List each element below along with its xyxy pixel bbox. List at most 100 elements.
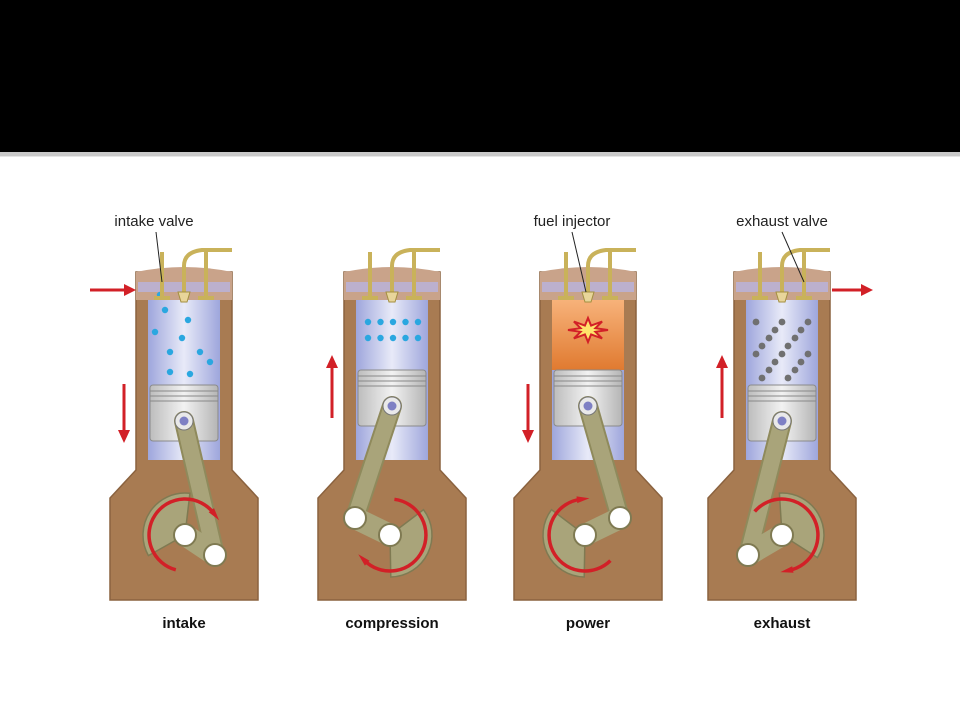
crankshaft — [378, 523, 402, 547]
stage-power: fuel injector power — [513, 213, 663, 632]
fuel-injector-nozzle — [177, 291, 191, 303]
exhaust-particle — [752, 350, 760, 358]
wrist-pin-core — [387, 401, 397, 411]
exhaust-particle — [804, 318, 812, 326]
air-particle — [389, 334, 397, 342]
fuel-injector-nozzle — [581, 291, 595, 303]
exhaust-particle — [797, 326, 805, 334]
crank-pin — [203, 543, 227, 567]
air-particle — [377, 318, 384, 326]
air-particle — [186, 370, 194, 378]
rotation-arrow — [547, 497, 612, 573]
exhaust-particle — [804, 350, 812, 358]
wrist-pin-core — [179, 416, 189, 426]
fuel-injector-line — [182, 248, 232, 300]
exhaust-particle — [784, 342, 792, 350]
title-divider — [0, 152, 960, 157]
exhaust-valve-stem — [602, 252, 618, 300]
air-particle — [178, 334, 186, 342]
air-particle — [161, 306, 169, 314]
connecting-rod — [740, 413, 790, 563]
arrow-down-icon — [522, 430, 534, 443]
air-particle — [389, 318, 397, 326]
slide-title-bar — [0, 0, 960, 152]
callout-leader-line — [571, 231, 587, 293]
exhaust-particle — [778, 318, 786, 326]
crankshaft — [173, 523, 197, 547]
air-particle — [402, 334, 409, 342]
intake-valve-stem — [558, 252, 574, 300]
connecting-rod — [347, 398, 400, 526]
stage-compression: compression — [317, 248, 467, 632]
air-particle — [206, 358, 214, 366]
exhaust-valve-stem — [198, 252, 214, 300]
air-particle — [377, 334, 384, 342]
rotation-arrowhead-icon — [576, 496, 590, 504]
stage-label-exhaust: exhaust — [754, 615, 811, 632]
arrow-up-icon — [326, 355, 338, 368]
exhaust-particle — [771, 358, 779, 366]
rotation-arrowhead-icon — [208, 508, 220, 521]
exhaust-particle — [765, 366, 773, 374]
stage-exhaust: exhaust valve exhaust — [707, 213, 873, 632]
crank-pin — [343, 506, 367, 530]
stage-intake: intake valve intake — [90, 213, 259, 632]
air-particle — [151, 328, 159, 336]
intake-valve-stem — [154, 252, 170, 300]
exhaust-particle — [797, 358, 805, 366]
stage-label-intake: intake — [162, 615, 205, 632]
air-particle — [166, 348, 174, 356]
fuel-injector-line — [390, 248, 440, 300]
arrow-right-icon — [861, 284, 873, 296]
exhaust-valve-stem — [406, 252, 422, 300]
air-particle — [414, 318, 422, 326]
wrist-pin-core — [777, 416, 787, 426]
connecting-rod — [580, 398, 628, 526]
exhaust-particle — [765, 334, 773, 342]
rotation-arrowhead-icon — [780, 566, 794, 573]
crank-counterweight — [542, 508, 586, 578]
combustion-burst-icon — [567, 315, 609, 345]
stage-label-compression: compression — [345, 615, 438, 632]
air-particle — [364, 334, 372, 342]
crank-pin — [608, 506, 632, 530]
crank-pin — [736, 543, 760, 567]
fuel-injector-line — [780, 248, 830, 300]
stage-label-power: power — [566, 615, 610, 632]
intake-valve-stem — [752, 252, 768, 300]
exhaust-particle — [758, 374, 766, 382]
air-particle — [184, 316, 192, 324]
rotation-arrow — [753, 497, 820, 573]
wrist-pin-core — [583, 401, 593, 411]
air-particle — [414, 334, 422, 342]
fuel-injector-line — [586, 248, 636, 300]
callout-label: exhaust valve — [736, 213, 828, 230]
air-particle — [402, 318, 409, 326]
exhaust-particle — [752, 318, 760, 326]
connecting-rod — [176, 413, 223, 563]
intake-valve-stem — [362, 252, 378, 300]
exhaust-valve-stem — [796, 252, 812, 300]
crankshaft — [770, 523, 794, 547]
callout-leader-line — [781, 231, 805, 283]
callout-label: fuel injector — [534, 213, 611, 230]
rotation-arrow — [363, 497, 428, 573]
exhaust-particle — [771, 326, 779, 334]
callout-leader-line — [155, 231, 163, 283]
rotation-arrowhead-icon — [358, 554, 370, 566]
exhaust-particle — [758, 342, 766, 350]
crank-counterweight — [389, 508, 433, 578]
callout-label: intake valve — [114, 213, 193, 230]
exhaust-particle — [784, 374, 792, 382]
crankshaft — [573, 523, 597, 547]
exhaust-particle — [791, 334, 799, 342]
fuel-injector-nozzle — [385, 291, 399, 303]
air-particle — [166, 368, 174, 376]
arrow-up-icon — [716, 355, 728, 368]
exhaust-particle — [791, 366, 799, 374]
rotation-arrow — [147, 497, 215, 572]
arrow-down-icon — [118, 430, 130, 443]
crank-counterweight — [778, 492, 825, 559]
fuel-injector-nozzle — [775, 291, 789, 303]
